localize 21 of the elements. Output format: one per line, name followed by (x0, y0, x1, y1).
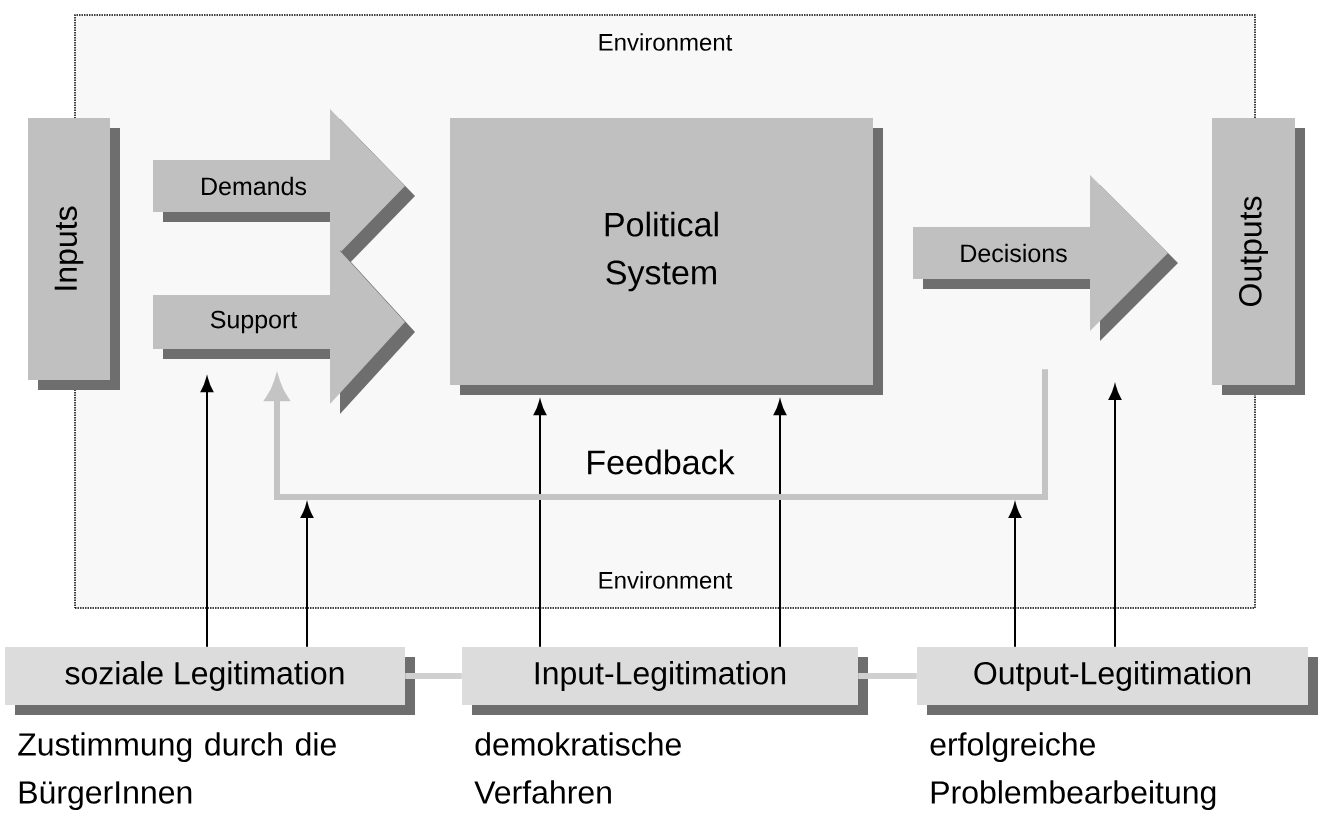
arrow (300, 503, 314, 648)
edge-label: Feedback (588, 449, 735, 475)
legitimation-box: soziale Legitimation (5, 647, 415, 715)
arrow (200, 377, 214, 648)
legitimation-box: Input-Legitimation (462, 647, 868, 715)
connector-line (405, 673, 462, 679)
system-box: Political System (450, 118, 883, 395)
environment-label: Environment (599, 571, 733, 589)
input-box: Inputs (28, 118, 120, 390)
arrow (533, 400, 547, 648)
caption-text: Zustimmung durch die BürgerInnen (18, 732, 336, 810)
legitimation-box: Output-Legitimation (917, 647, 1318, 715)
arrow (773, 400, 787, 648)
arrow (1108, 385, 1122, 648)
caption-text: erfolgreiche Problembearbeitung (930, 732, 1216, 810)
environment-label: Environment (599, 33, 733, 51)
connector-line (858, 673, 917, 679)
caption-text: demokratische Verfahren (474, 732, 681, 804)
arrow (1008, 503, 1022, 648)
output-box: Outputs (1212, 118, 1305, 395)
feedback-arrow (265, 369, 1048, 500)
